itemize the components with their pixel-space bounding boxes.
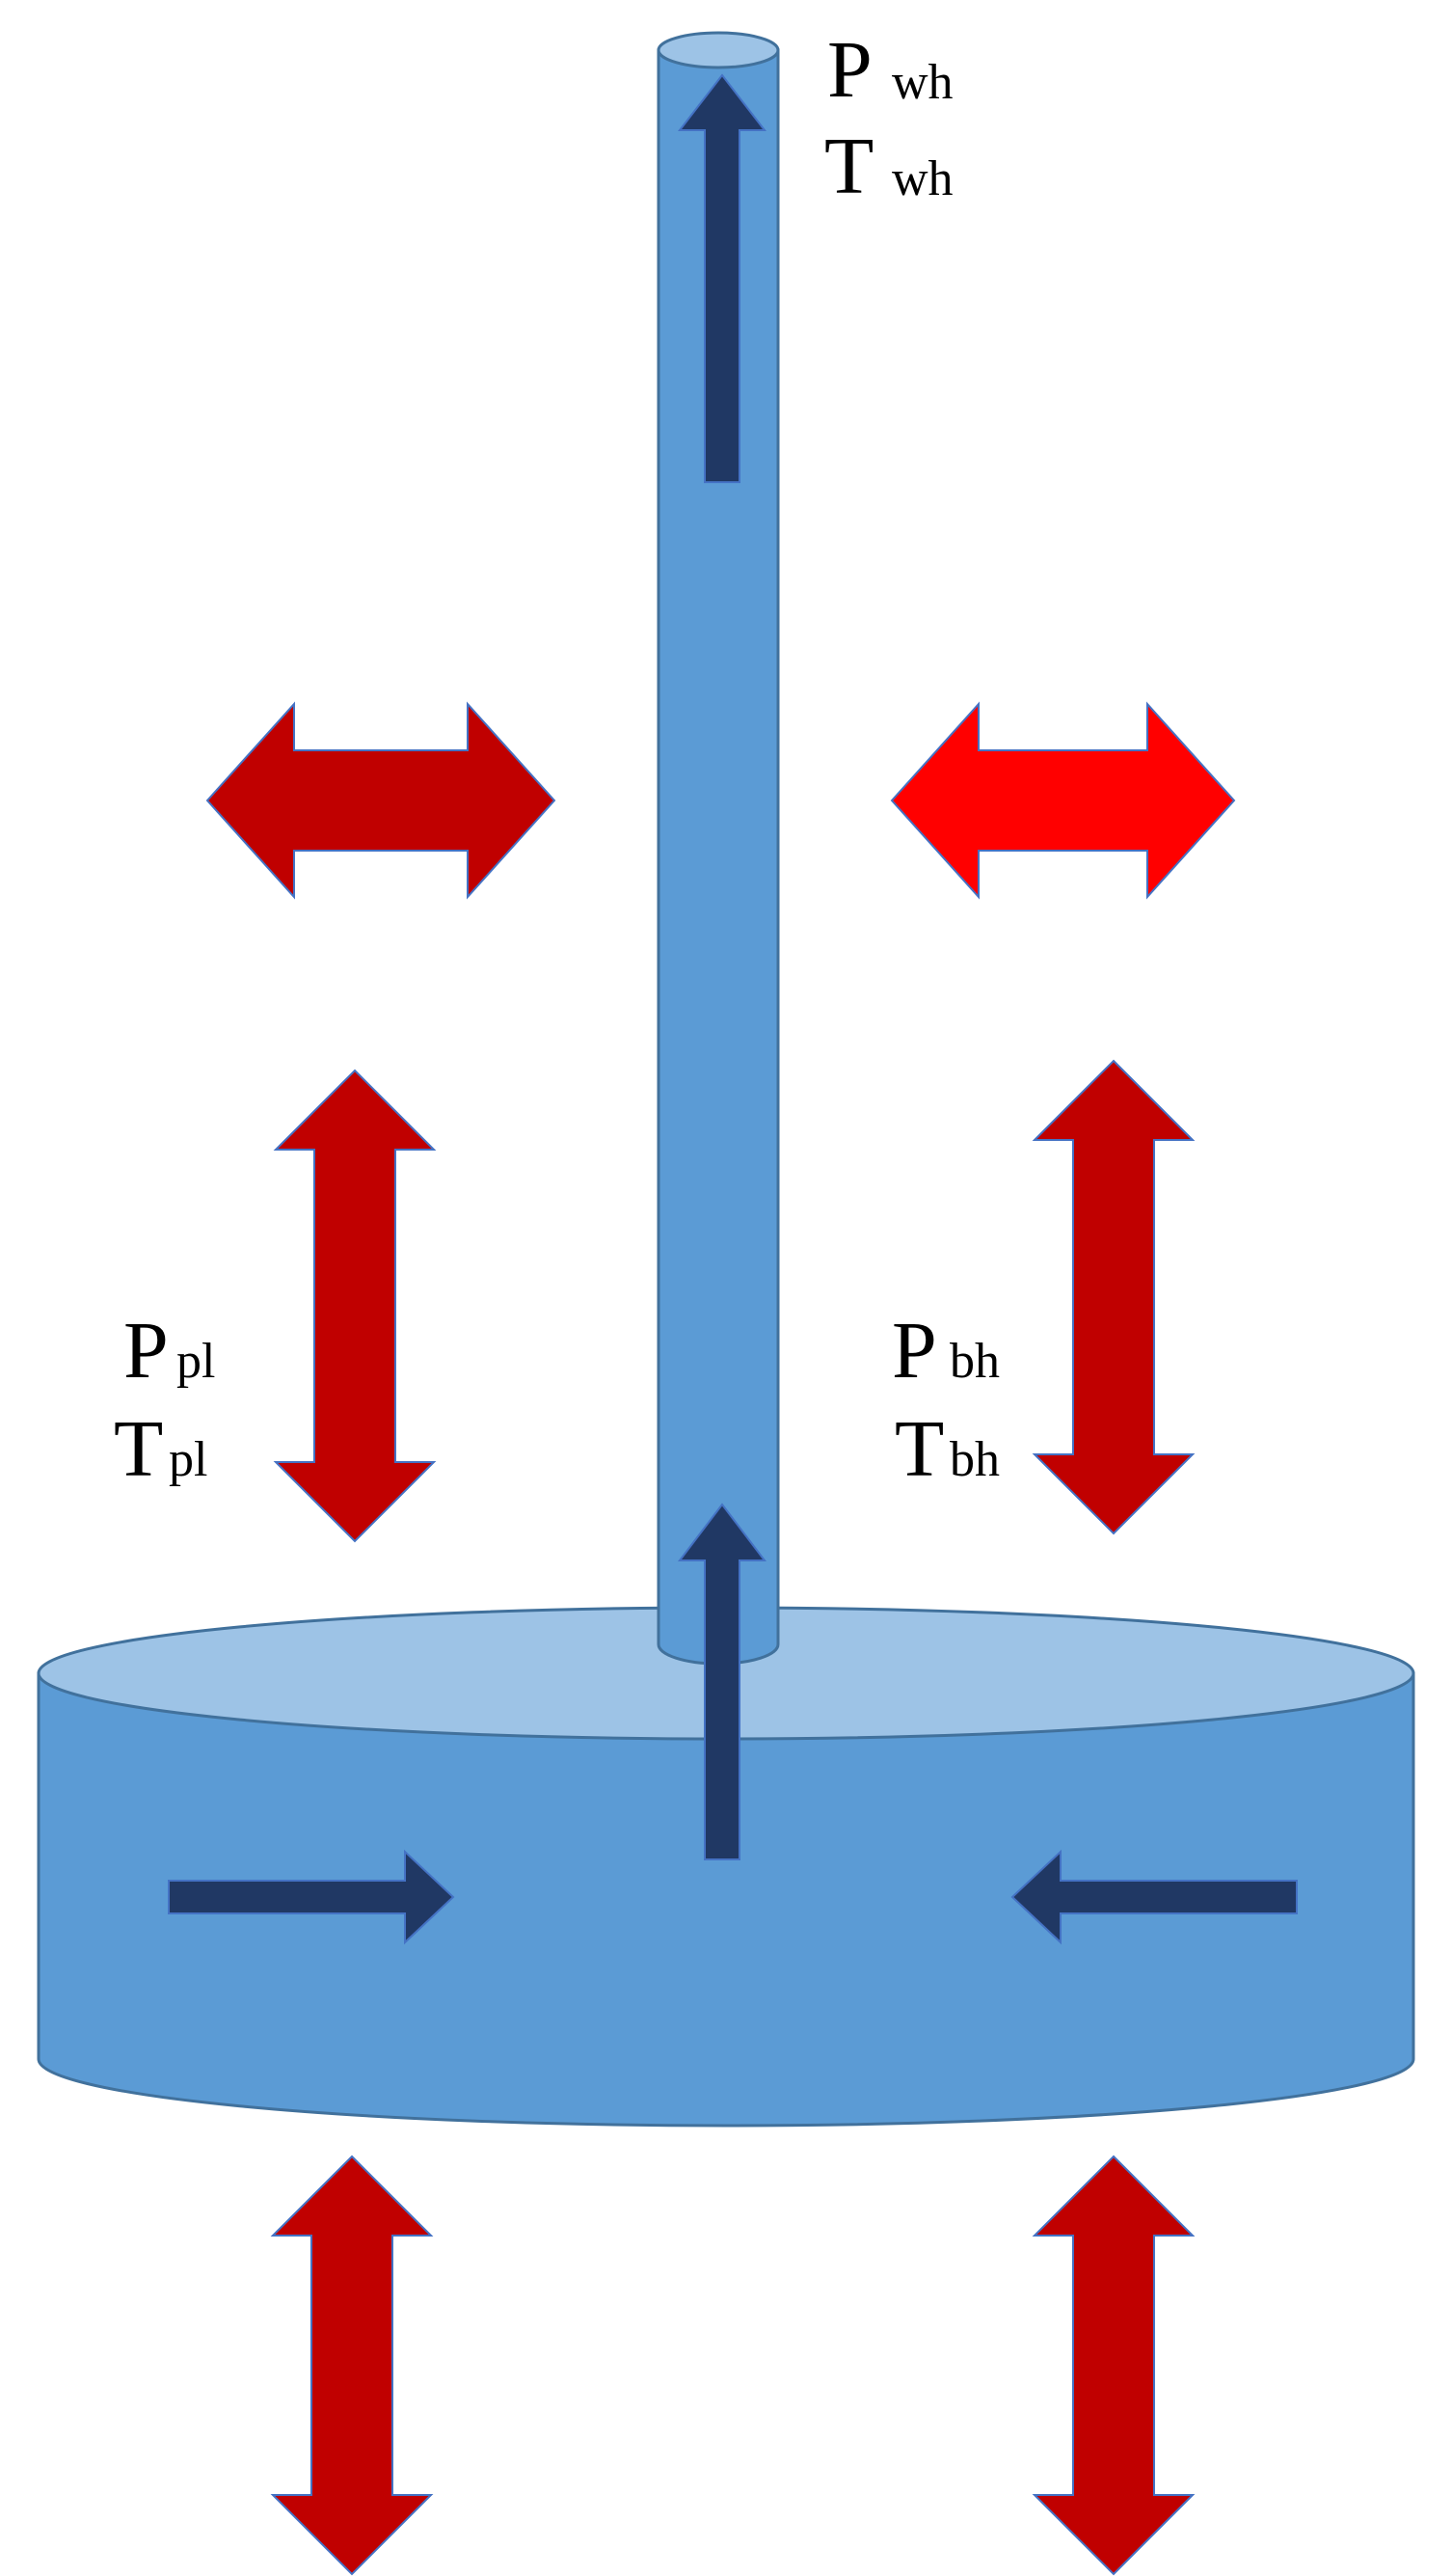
pipeline-temperature-subscript: pl xyxy=(169,1432,207,1487)
wellhead-temperature-symbol: T xyxy=(824,122,874,211)
wellbore-top-face xyxy=(657,31,780,69)
wellhead-pressure-subscript: wh xyxy=(892,55,954,110)
horizontal-exchange-arrow-left xyxy=(205,701,556,900)
bottomhole-temperature-symbol: T xyxy=(895,1404,944,1494)
pipeline-temperature-symbol: T xyxy=(114,1404,163,1494)
wellhead-temperature-subscript: wh xyxy=(892,151,954,206)
upflow-arrow-wellbore-entry xyxy=(677,1503,767,1860)
reservoir-body xyxy=(37,1671,1415,2128)
horizontal-exchange-arrow-right xyxy=(890,701,1236,900)
wellhead-pressure-symbol: P xyxy=(827,25,873,115)
pipeline-pressure-symbol: P xyxy=(123,1306,169,1396)
inflow-arrow-left xyxy=(168,1849,455,1945)
upflow-arrow-wellhead xyxy=(677,73,767,483)
inflow-arrow-right xyxy=(1010,1849,1298,1945)
bottomhole-labels: P bh T bh xyxy=(892,1306,1000,1494)
wellbore-tube xyxy=(657,31,780,1666)
exchange-arrows xyxy=(205,701,1236,2576)
pipeline-pressure-subscript: pl xyxy=(176,1334,215,1389)
vertical-exchange-arrow-lower-right xyxy=(1032,2155,1196,2576)
vertical-exchange-arrow-pipeline xyxy=(273,1069,437,1543)
pipeline-labels: P pl T pl xyxy=(114,1306,215,1494)
bottomhole-temperature-subscript: bh xyxy=(950,1432,1000,1487)
wellhead-labels: P wh T wh xyxy=(824,25,954,211)
bottomhole-pressure-symbol: P xyxy=(892,1306,937,1396)
bottomhole-pressure-subscript: bh xyxy=(950,1334,1000,1389)
vertical-exchange-arrow-bottomhole xyxy=(1032,1059,1196,1535)
flow-arrows xyxy=(168,73,1298,1945)
vertical-exchange-arrow-lower-left xyxy=(270,2155,434,2576)
